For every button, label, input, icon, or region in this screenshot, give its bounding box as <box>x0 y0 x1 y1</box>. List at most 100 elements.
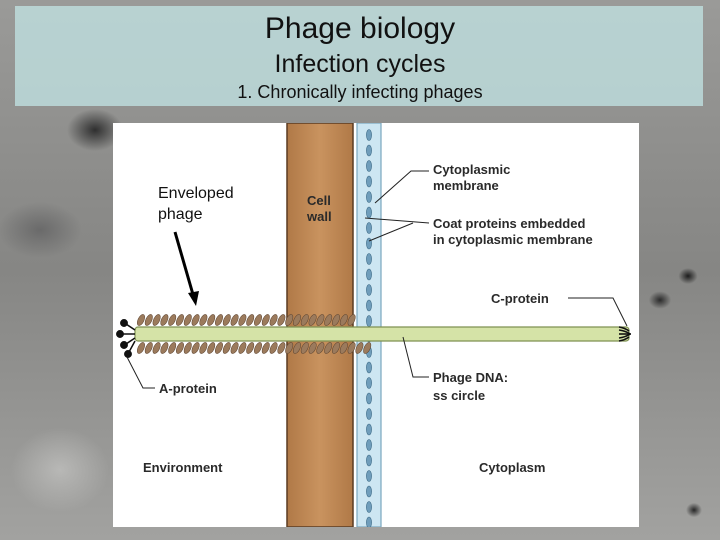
coat-protein <box>207 342 216 354</box>
coat-protein <box>238 342 247 354</box>
coat-protein <box>191 342 200 354</box>
membrane-protein <box>366 454 372 467</box>
label-phage-dna-2: ss circle <box>433 388 485 403</box>
coat-protein <box>160 314 169 326</box>
label-cell-2: wall <box>306 209 332 224</box>
leader-phage-dna <box>402 336 429 378</box>
coat-protein <box>285 314 294 326</box>
coat-protein <box>215 314 223 326</box>
membrane-protein <box>366 268 372 281</box>
diagram-svg: Cell wall Cytoplasmic membrane Coat prot… <box>116 123 631 527</box>
slide-subtitle: Infection cycles <box>274 50 446 78</box>
label-cytoplasm: Cytoplasm <box>479 460 545 475</box>
membrane-protein <box>366 299 372 312</box>
leader-a-protein <box>126 356 155 389</box>
coat-protein <box>293 342 301 354</box>
coat-protein <box>152 342 161 354</box>
coat-protein <box>215 342 223 354</box>
coat-protein <box>261 342 270 354</box>
leader-cytoplasmic-membrane <box>374 170 429 204</box>
label-cytoplasmic-2: membrane <box>433 178 499 193</box>
title-band <box>15 6 703 106</box>
coat-proteins-top <box>137 314 356 326</box>
coat-protein <box>355 342 364 354</box>
coat-protein <box>191 314 200 326</box>
label-coat-proteins-2: in cytoplasmic membrane <box>433 232 593 247</box>
membrane-protein <box>366 439 372 451</box>
coat-protein <box>176 342 184 354</box>
coat-protein <box>324 314 333 326</box>
coat-protein <box>199 314 208 326</box>
coat-protein <box>316 342 325 354</box>
coat-protein <box>339 314 348 326</box>
coat-protein <box>324 342 333 354</box>
c-protein-fringe <box>618 326 631 342</box>
coat-protein <box>254 342 262 354</box>
coat-protein <box>168 314 177 326</box>
coat-protein <box>347 342 356 354</box>
membrane-protein <box>366 160 372 172</box>
coat-protein <box>183 314 192 326</box>
coat-protein <box>363 342 372 354</box>
coat-protein <box>246 342 255 354</box>
phage-infection-diagram: Cell wall Cytoplasmic membrane Coat prot… <box>113 123 639 527</box>
coat-protein <box>316 314 325 326</box>
membrane-protein <box>366 222 372 234</box>
label-phage-dna-1: Phage DNA: <box>433 370 508 385</box>
membrane-protein <box>366 129 372 141</box>
membrane-protein <box>366 485 372 498</box>
phage-filament <box>134 326 630 342</box>
a-protein-knobs <box>116 319 136 358</box>
coat-protein <box>308 342 317 354</box>
coat-protein <box>230 314 239 326</box>
label-a-protein: A-protein <box>159 381 217 396</box>
coat-protein <box>269 314 278 326</box>
coat-protein <box>222 314 231 326</box>
coat-protein <box>207 314 216 326</box>
label-cytoplasmic-1: Cytoplasmic <box>433 162 510 177</box>
membrane-protein <box>366 315 372 327</box>
membrane-protein-column <box>366 129 372 527</box>
slide-section-heading: 1. Chronically infecting phages <box>237 82 483 102</box>
membrane-protein <box>366 392 372 405</box>
membrane-protein <box>366 175 372 188</box>
coat-protein <box>222 342 231 354</box>
coat-protein <box>277 342 286 354</box>
coat-protein <box>293 314 301 326</box>
coat-protein <box>332 314 340 326</box>
coat-protein <box>300 314 309 326</box>
membrane-protein <box>366 377 372 389</box>
coat-protein <box>176 314 184 326</box>
coat-protein <box>300 342 309 354</box>
membrane-protein <box>366 408 372 420</box>
membrane-protein <box>366 237 372 250</box>
membrane-protein <box>366 191 372 203</box>
coat-protein <box>137 342 145 354</box>
coat-protein <box>269 342 278 354</box>
coat-protein <box>183 342 192 354</box>
coat-protein <box>308 314 317 326</box>
coat-protein <box>246 314 255 326</box>
membrane-protein <box>366 516 372 527</box>
coat-protein <box>238 314 247 326</box>
coat-protein <box>152 314 161 326</box>
slide-title: Phage biology <box>264 12 456 45</box>
leader-lines <box>126 170 628 389</box>
label-environment: Environment <box>143 460 223 475</box>
coat-protein <box>137 314 145 326</box>
enveloped-phage-label: Enveloped phage <box>158 185 234 223</box>
membrane-protein <box>366 423 372 436</box>
coat-protein <box>230 342 239 354</box>
coat-protein <box>168 342 177 354</box>
membrane-protein <box>366 206 372 219</box>
coat-protein <box>332 342 340 354</box>
membrane-protein <box>366 361 372 374</box>
membrane-protein <box>366 253 372 265</box>
leader-coat-proteins-1 <box>364 217 430 224</box>
membrane-protein <box>366 144 372 157</box>
label-cell-1: Cell <box>307 193 331 208</box>
coat-protein <box>261 314 270 326</box>
coat-proteins-bottom <box>137 342 372 354</box>
coat-protein <box>277 314 286 326</box>
coat-protein <box>160 342 169 354</box>
